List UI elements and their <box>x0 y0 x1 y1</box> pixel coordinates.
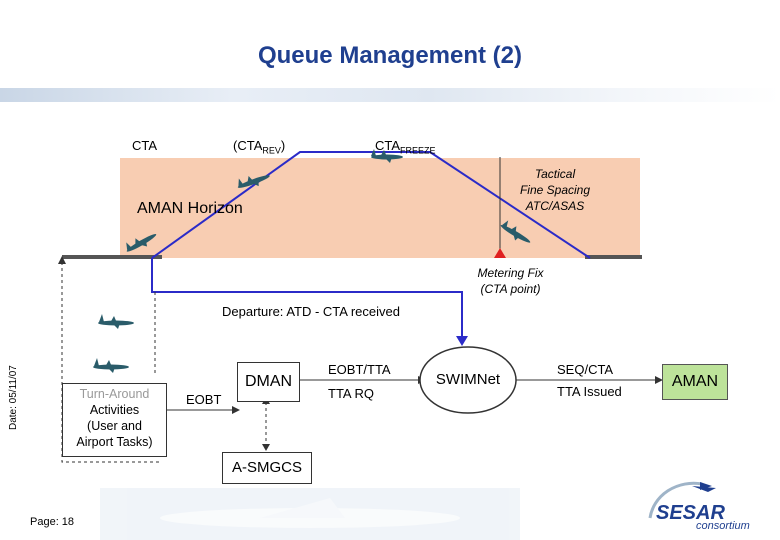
tta-issued-label: TTA Issued <box>557 384 622 399</box>
cta-label: CTA <box>132 138 158 153</box>
arrow-down-asmgcs <box>262 444 270 451</box>
airspace-region <box>120 158 640 258</box>
tactical-label: Tactical Fine Spacing ATC/ASAS <box>519 167 591 213</box>
arrow-to-aman <box>655 376 663 384</box>
eobt-tta-label: EOBT/TTA <box>328 362 391 377</box>
departure-connection <box>151 258 463 338</box>
dman-box: DMAN <box>237 362 300 402</box>
dashed-loop-left <box>61 262 160 463</box>
metering-fix-label: Metering Fix (CTA point) <box>477 266 544 296</box>
eobt-label: EOBT <box>186 392 222 407</box>
aman-box: AMAN <box>662 364 728 400</box>
turnaround-box: Turn-Around Activities (User and Airport… <box>62 383 167 457</box>
sesar-logo-graphic <box>648 481 716 519</box>
sesar-logo: SESAR consortium <box>636 478 756 534</box>
aman-horizon-label: AMAN Horizon <box>137 200 243 217</box>
seq-cta-label: SEQ/CTA <box>557 362 614 377</box>
plane-icons <box>93 149 531 373</box>
ground-left <box>62 255 162 259</box>
arrow-to-swimnet <box>456 336 468 346</box>
swimnet-ellipse <box>419 346 517 414</box>
page-number: Page: 18 <box>30 516 75 528</box>
metering-fix-marker <box>494 248 506 258</box>
flight-profile <box>151 151 591 259</box>
swimnet-label: SWIMNet <box>435 371 501 388</box>
footer-aircraft-image <box>100 488 520 540</box>
arrow-to-dman <box>232 406 240 414</box>
tta-rq-label: TTA RQ <box>328 386 374 401</box>
logo-main-text: SESAR <box>656 502 725 524</box>
logo-sub-text: consortium <box>696 520 750 532</box>
dashed-arrow-up <box>58 256 66 264</box>
cta-rev-label: (CTAREV) <box>233 138 286 156</box>
departure-label: Departure: ATD - CTA received <box>222 304 400 319</box>
cta-freeze-label: CTAFREEZE <box>375 138 436 156</box>
date-label: Date: 05/11/07 <box>8 365 19 430</box>
header-banner <box>0 88 780 102</box>
asmgcs-box: A-SMGCS <box>222 452 312 484</box>
page-title: Queue Management (2) <box>257 42 523 69</box>
ground-right <box>585 255 642 259</box>
